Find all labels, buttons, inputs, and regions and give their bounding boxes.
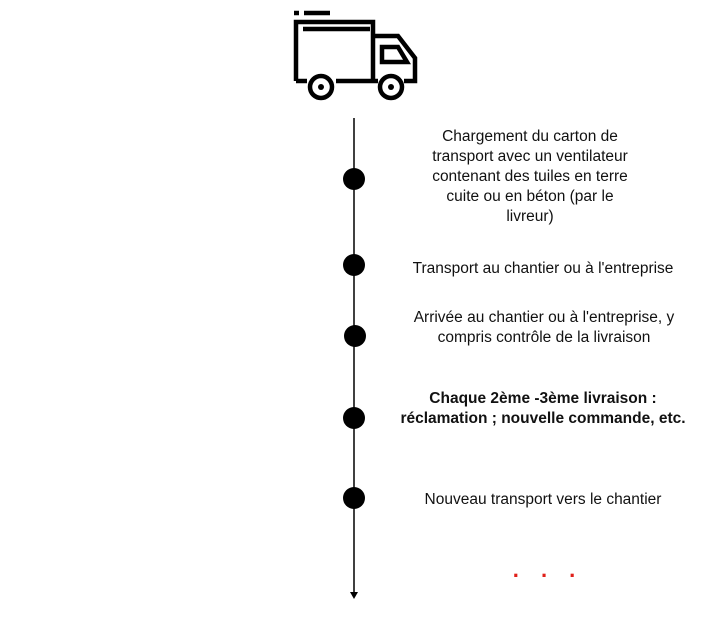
step-4-text: Chaque 2ème -3ème livraison : réclamatio…	[400, 390, 686, 427]
truck-icon	[293, 10, 418, 101]
step-5-text: Nouveau transport vers le chantier	[424, 491, 662, 508]
step-1-text: Chargement du carton de transport avec u…	[432, 128, 628, 225]
step-3-text: Arrivée au chantier ou à l'entreprise, y…	[413, 309, 675, 346]
ellipsis: . . .	[512, 557, 584, 582]
timeline-dot	[343, 168, 365, 190]
arrow-head	[350, 592, 358, 599]
step-2-text: Transport au chantier ou à l'entreprise	[412, 260, 674, 277]
timeline-dot	[343, 254, 365, 276]
timeline-dot	[344, 325, 366, 347]
timeline-dot	[343, 407, 365, 429]
timeline-dot	[343, 487, 365, 509]
